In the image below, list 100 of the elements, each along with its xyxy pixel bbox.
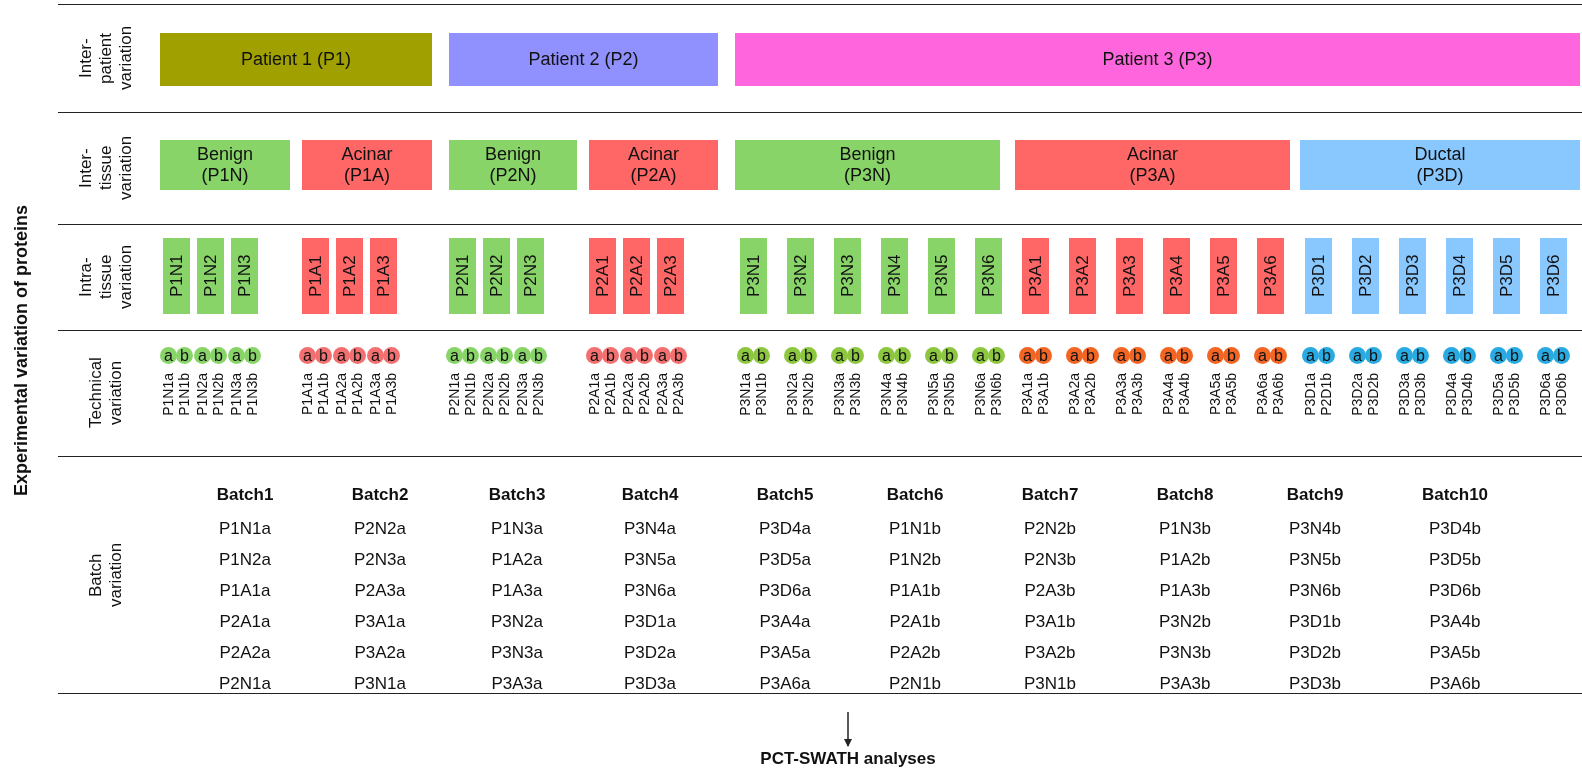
replicate-letter: b — [1085, 347, 1096, 364]
sample-box: P3N4 — [881, 238, 908, 314]
sample-name: P3A5a — [758, 643, 812, 663]
sample-label: P1A2a — [333, 373, 349, 416]
sample-label: P3D3b — [1412, 373, 1428, 416]
sample-name: P3D3a — [623, 674, 677, 694]
tissue-box: Acinar (P2A) — [589, 140, 718, 190]
replicate-letter: a — [1022, 347, 1033, 364]
replicate-letter: b — [1321, 347, 1332, 364]
sample-name: P2N1b — [888, 674, 942, 694]
sample-label: P3A6b — [1270, 373, 1286, 416]
sample-name: P3A1a — [353, 612, 407, 632]
sample-box: P3D5 — [1493, 238, 1520, 314]
sample-name: P3A4a — [758, 612, 812, 632]
replicate-letter: b — [1179, 347, 1190, 364]
sample-box: P3A1 — [1022, 238, 1049, 314]
sample-label: P3A5b — [1223, 373, 1239, 416]
replicate-letter: a — [336, 347, 347, 364]
sample-name: P2N2a — [353, 519, 407, 539]
sample-name: P3D3b — [1288, 674, 1342, 694]
sample-box: P2N2 — [483, 238, 510, 314]
sample-box: P3N1 — [740, 238, 767, 314]
sample-box: P1A2 — [336, 238, 363, 314]
sample-box: P1N3 — [231, 238, 258, 314]
tissue-box: Ductal (P3D) — [1300, 140, 1580, 190]
sample-name: P2A1b — [888, 612, 942, 632]
sample-label: P3A4b — [1176, 373, 1192, 416]
sample-name: P3N6b — [1288, 581, 1342, 601]
sample-box: P2N1 — [449, 238, 476, 314]
row-heading: Batch variation — [85, 541, 126, 609]
replicate-letter: a — [1257, 347, 1268, 364]
row-heading: Inter- patient variation — [75, 24, 136, 93]
sample-box: P3N3 — [834, 238, 861, 314]
sample-name: P3D6a — [758, 581, 812, 601]
tissue-box: Acinar (P3A) — [1015, 140, 1290, 190]
sample-name: P1N1b — [888, 519, 942, 539]
sample-name: P2N3a — [353, 550, 407, 570]
patient-box: Patient 2 (P2) — [449, 33, 718, 86]
tissue-box: Benign (P2N) — [449, 140, 577, 190]
replicate-letter: a — [623, 347, 634, 364]
replicate-letter: b — [897, 347, 908, 364]
sample-label: P3N2b — [800, 373, 816, 416]
sample-label: P2A3a — [654, 373, 670, 416]
tissue-box: Benign (P1N) — [160, 140, 290, 190]
sample-name: P3A1b — [1023, 612, 1077, 632]
sample-label: P3N5b — [941, 373, 957, 416]
patient-box: Patient 3 (P3) — [735, 33, 1580, 86]
axis-title: Experimental variation of proteins — [10, 203, 32, 498]
patient-box: Patient 1 (P1) — [160, 33, 432, 86]
row-heading: Technical variation — [85, 356, 126, 431]
sample-label: P2A1b — [602, 373, 618, 416]
row-heading: Intra- tissue variation — [75, 243, 136, 312]
replicate-letter: a — [740, 347, 751, 364]
sample-name: P1N3a — [490, 519, 544, 539]
sample-box: P3A4 — [1163, 238, 1190, 314]
replicate-letter: b — [1509, 347, 1520, 364]
sample-name: P3A6b — [1428, 674, 1482, 694]
sample-name: P2N2b — [1023, 519, 1077, 539]
sample-name: P3N4a — [623, 519, 677, 539]
sample-label: P2A1a — [586, 373, 602, 416]
arrow — [844, 711, 852, 747]
sample-name: P3N2a — [490, 612, 544, 632]
sample-label: P3N6a — [972, 373, 988, 416]
replicate-letter: b — [318, 347, 329, 364]
sample-name: P3N3a — [490, 643, 544, 663]
sample-name: P3D2b — [1288, 643, 1342, 663]
replicate-letter: a — [302, 347, 313, 364]
replicate-letter: a — [1116, 347, 1127, 364]
sample-name: P3N1b — [1023, 674, 1077, 694]
sample-box: P1A1 — [302, 238, 329, 314]
sample-box: P3D1 — [1305, 238, 1332, 314]
sample-label: P3D2a — [1349, 373, 1365, 416]
batch-heading: Batch6 — [885, 485, 945, 505]
sample-name: P2A3a — [353, 581, 407, 601]
replicate-letter: b — [533, 347, 544, 364]
sample-box: P3D6 — [1540, 238, 1567, 314]
replicate-letter: a — [834, 347, 845, 364]
sample-label: P3D5a — [1490, 373, 1506, 416]
replicate-letter: b — [1226, 347, 1237, 364]
sample-label: P3D5b — [1506, 373, 1522, 416]
sample-label: P3N3b — [847, 373, 863, 416]
sample-label: P3D2b — [1365, 373, 1381, 416]
sample-name: P3D6b — [1428, 581, 1482, 601]
sample-label: P3N1a — [737, 373, 753, 416]
replicate-letter: a — [370, 347, 381, 364]
replicate-letter: a — [928, 347, 939, 364]
replicate-letter: a — [231, 347, 242, 364]
replicate-letter: a — [1446, 347, 1457, 364]
replicate-letter: a — [1352, 347, 1363, 364]
replicate-letter: a — [1069, 347, 1080, 364]
sample-label: P1A2b — [349, 373, 365, 416]
sample-name: P2N1a — [218, 674, 272, 694]
sample-label: P1A3b — [383, 373, 399, 416]
sample-box: P3D3 — [1399, 238, 1426, 314]
replicate-letter: b — [639, 347, 650, 364]
sample-box: P2A1 — [589, 238, 616, 314]
sample-label: P2D1b — [1318, 373, 1334, 416]
sample-label: P3A5a — [1207, 373, 1223, 416]
sample-label: P3A3b — [1129, 373, 1145, 416]
replicate-letter: b — [1415, 347, 1426, 364]
